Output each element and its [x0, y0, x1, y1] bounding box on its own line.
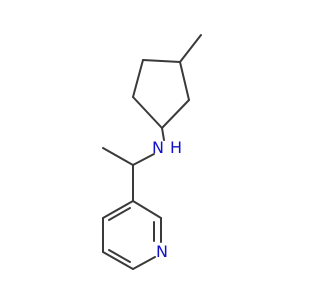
canvas-background — [0, 0, 300, 300]
ring-bond-c3-c4 — [142, 59, 181, 63]
pyridine-double-bond-c5-c6 — [108, 249, 131, 263]
pyridine-bond-c3-c4 — [102, 200, 134, 219]
pyridine-bond-c2-c3 — [132, 200, 162, 219]
pyridine-bond-c5-c6 — [102, 251, 134, 270]
pyridine-bond-c6-n1 — [132, 256, 156, 270]
methyl-bond-ring — [179, 34, 202, 63]
bond-nh-to-ch — [132, 153, 155, 166]
cyclopentane-ring — [132, 59, 190, 129]
molecule-structure-diagram: N H N — [0, 0, 300, 300]
bond-ring-to-nh — [161, 127, 165, 141]
ring-bond-c5-c1 — [161, 99, 190, 129]
amine-hydrogen-label: H — [170, 138, 182, 157]
pyridine-nitrogen-label: N — [156, 242, 168, 261]
ring-bond-c2-c3 — [132, 59, 144, 98]
ring-bond-c4-c5 — [179, 61, 190, 101]
methyl-bond-ch — [102, 147, 134, 166]
amine-nitrogen-label: N — [152, 138, 164, 157]
pyridine-double-bond-c3-c4 — [108, 207, 131, 221]
pyridine-ring — [102, 200, 162, 270]
ring-bond-c1-c2 — [132, 96, 163, 129]
